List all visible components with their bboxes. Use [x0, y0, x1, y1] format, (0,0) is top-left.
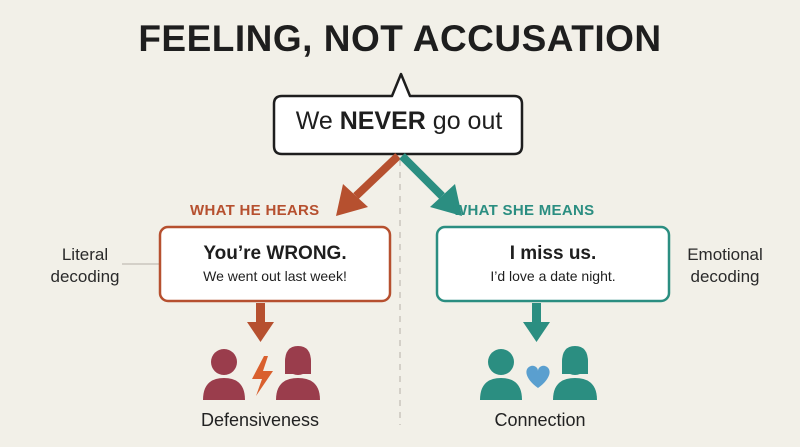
right-down-arrow: [523, 303, 550, 342]
left-card-subtitle: We went out last week!: [203, 268, 347, 284]
left-branch-arrow: [336, 153, 401, 216]
lightning-icon: [252, 356, 273, 396]
statement-before: We: [295, 107, 340, 135]
left-side-label: Literal decoding: [40, 244, 130, 288]
left-down-arrow: [247, 303, 274, 342]
heart-icon: [526, 365, 550, 388]
right-card: [435, 225, 671, 303]
left-side-label-line2: decoding: [50, 267, 120, 286]
statement-after: go out: [425, 107, 503, 135]
left-side-label-line1: Literal: [61, 245, 109, 264]
left-people-icon: [203, 346, 320, 400]
right-card-title: I miss us.: [509, 243, 597, 264]
statement-text: We NEVER go out: [276, 107, 522, 136]
left-header: WHAT HE HEARS: [190, 202, 320, 219]
speech-bubble: [272, 72, 524, 156]
left-outcome-label: Defensiveness: [200, 410, 320, 430]
right-side-label-line1: Emotional: [687, 245, 763, 264]
left-card-title: You’re WRONG.: [203, 243, 347, 264]
right-card-subtitle: I’d love a date night.: [490, 268, 616, 284]
right-header: WHAT SHE MEANS: [453, 202, 595, 219]
right-side-label: Emotional decoding: [672, 244, 778, 288]
right-outcome-label: Connection: [494, 410, 586, 430]
left-card: [158, 225, 392, 303]
page-title: FEELING, NOT ACCUSATION: [138, 18, 662, 59]
right-branch-arrow: [399, 153, 462, 216]
right-side-label-line2: decoding: [690, 267, 760, 286]
right-people-icon: [480, 346, 597, 400]
statement-emphasis: NEVER: [339, 107, 426, 135]
